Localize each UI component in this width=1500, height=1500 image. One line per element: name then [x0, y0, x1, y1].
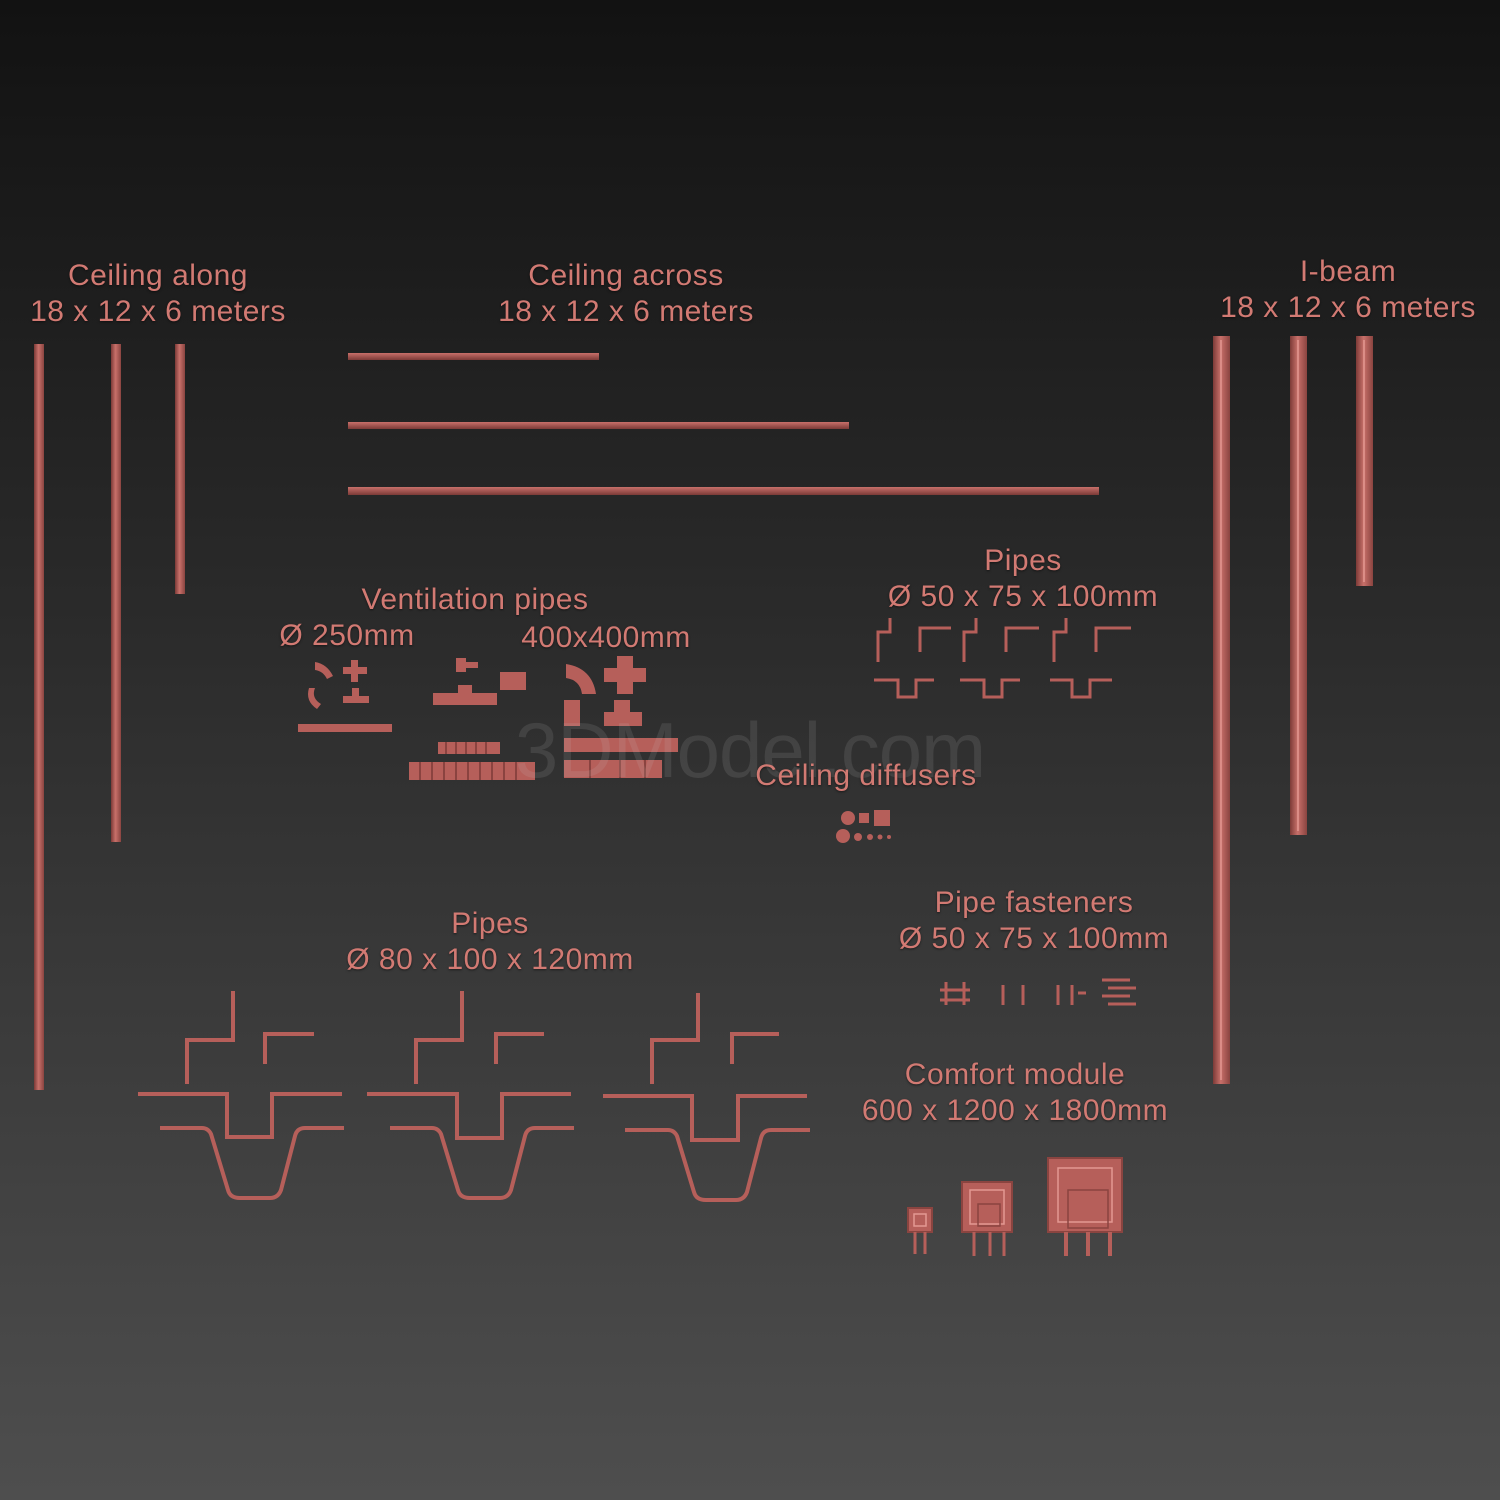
label-ceiling-along: Ceiling along 18 x 12 x 6 meters — [8, 258, 308, 330]
vent-straight — [298, 724, 392, 732]
ceiling-across-rod-long — [348, 487, 1099, 495]
comfort-module-medium — [961, 1181, 1013, 1256]
label-pipes-large-size: Ø 80 x 100 x 120mm — [346, 943, 634, 976]
label-pipes-small-size: Ø 50 x 75 x 100mm — [887, 580, 1159, 613]
diffuser-round-e — [877, 834, 883, 840]
pipes-small — [874, 618, 1131, 699]
vent-square-straight-long — [564, 760, 662, 778]
label-pipes-small-title: Pipes — [984, 544, 1062, 577]
label-ceiling-across-size: 18 x 12 x 6 meters — [498, 295, 754, 328]
vent-elbow-lower — [308, 688, 321, 709]
ceiling-along-rods — [34, 344, 185, 1090]
label-pipe-fasteners: Pipe fasteners Ø 50 x 75 x 100mm — [874, 885, 1194, 957]
label-pipes-large-title: Pipes — [451, 907, 529, 940]
label-ibeam-size: 18 x 12 x 6 meters — [1220, 291, 1476, 324]
label-pipes-small: Pipes Ø 50 x 75 x 100mm — [873, 543, 1173, 615]
vent-flex-ribs — [419, 742, 646, 780]
vent-round-parts — [298, 660, 392, 732]
vent-tee-body — [433, 693, 497, 705]
vent-square-tee-b — [604, 712, 642, 726]
label-pipe-fasteners-size: Ø 50 x 75 x 100mm — [898, 922, 1170, 955]
label-ceiling-along-size: 18 x 12 x 6 meters — [30, 295, 286, 328]
vent-reducer-stem — [464, 662, 478, 668]
pipe-fasteners — [940, 978, 1136, 1006]
label-comfort-module-size: 600 x 1200 x 1800mm — [861, 1094, 1169, 1127]
label-ibeam-title: I-beam — [1299, 255, 1397, 288]
ibeam-flange-lines — [1220, 340, 1365, 1080]
vent-box — [500, 672, 526, 690]
diffuser-square-large — [874, 810, 890, 826]
vent-tee-v — [352, 688, 359, 698]
vent-cross-v — [351, 660, 358, 682]
ceiling-along-rod-medium — [111, 344, 121, 842]
ceiling-along-rod-long — [34, 344, 44, 1090]
comfort-module-large — [1047, 1157, 1123, 1256]
pipes-large — [138, 991, 810, 1202]
diffuser-square-small — [859, 813, 869, 823]
vent-reducer-cap — [456, 658, 466, 672]
label-ceiling-along-title: Ceiling along — [68, 259, 248, 292]
comfort-modules — [907, 1157, 1123, 1256]
ceiling-along-rod-short — [175, 344, 185, 594]
vent-square-straight-short — [564, 738, 678, 752]
comfort-module-small — [907, 1207, 933, 1254]
watermark: 3DModel.com — [514, 706, 986, 794]
vent-square-tee-c — [614, 700, 630, 714]
diffuser-round-f — [887, 835, 891, 839]
ceiling-across-rods — [348, 353, 1099, 495]
diffuser-round-b — [836, 829, 850, 843]
diffuser-round-c — [854, 833, 862, 841]
diffuser-round-d — [867, 834, 873, 840]
label-comfort-module-title: Comfort module — [904, 1058, 1126, 1091]
label-ceiling-diffusers: Ceiling diffusers — [755, 759, 977, 792]
ceiling-across-rod-short — [348, 353, 599, 360]
label-ceiling-across-title: Ceiling across — [528, 259, 724, 292]
label-ventilation-round: Ø 250mm — [279, 619, 415, 652]
ibeam-rods — [1213, 336, 1373, 1084]
vent-elbow-upper — [315, 662, 333, 679]
label-ventilation-square: 400x400mm — [521, 621, 691, 654]
label-ceiling-across: Ceiling across 18 x 12 x 6 meters — [476, 258, 776, 330]
vent-square-cross-v — [617, 656, 633, 694]
vent-square-tee-a — [564, 700, 580, 726]
vent-square-elbow — [566, 664, 596, 694]
diffuser-round-large — [841, 811, 855, 825]
label-pipe-fasteners-title: Pipe fasteners — [934, 886, 1134, 919]
vent-tee-h — [343, 696, 369, 703]
ceiling-across-rod-medium — [348, 422, 849, 429]
vent-tee-branch — [458, 685, 472, 695]
label-ventilation-title: Ventilation pipes — [361, 583, 589, 616]
label-comfort-module: Comfort module 600 x 1200 x 1800mm — [840, 1057, 1190, 1129]
vent-flex-short — [438, 742, 500, 754]
label-ibeam: I-beam 18 x 12 x 6 meters — [1198, 254, 1498, 326]
label-pipes-large: Pipes Ø 80 x 100 x 120mm — [330, 906, 650, 978]
ceiling-diffusers — [836, 810, 891, 843]
